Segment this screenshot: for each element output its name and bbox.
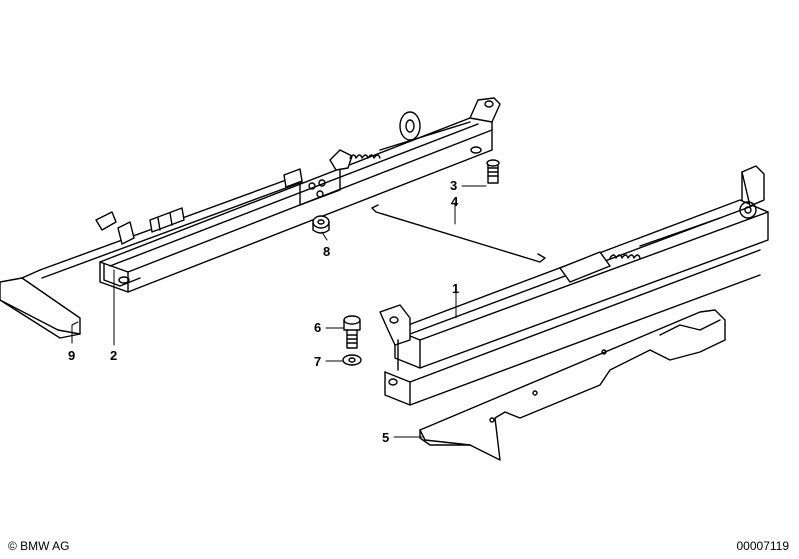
diagram-number: 00007119: [736, 539, 790, 553]
copyright-text: © BMW AG: [8, 539, 70, 553]
adjusting-handle: [0, 269, 81, 339]
leader-lines: [71, 185, 487, 438]
callout-9: 9: [68, 348, 75, 363]
callout-5: 5: [382, 430, 389, 445]
left-seat-rail: [39, 97, 501, 293]
release-wire: [371, 204, 546, 263]
bolt-6: [343, 315, 361, 349]
rail-cover: [419, 309, 726, 461]
bolt-3: [486, 159, 500, 184]
callout-6: 6: [314, 320, 321, 335]
washer-7: [342, 354, 362, 366]
nut-8: [312, 215, 330, 234]
callout-8: 8: [323, 244, 330, 259]
callout-2: 2: [110, 348, 117, 363]
callout-4: 4: [451, 194, 459, 209]
callout-1: 1: [452, 281, 459, 296]
right-seat-rail: [379, 165, 769, 406]
callout-3: 3: [450, 178, 457, 193]
callout-7: 7: [314, 354, 321, 369]
